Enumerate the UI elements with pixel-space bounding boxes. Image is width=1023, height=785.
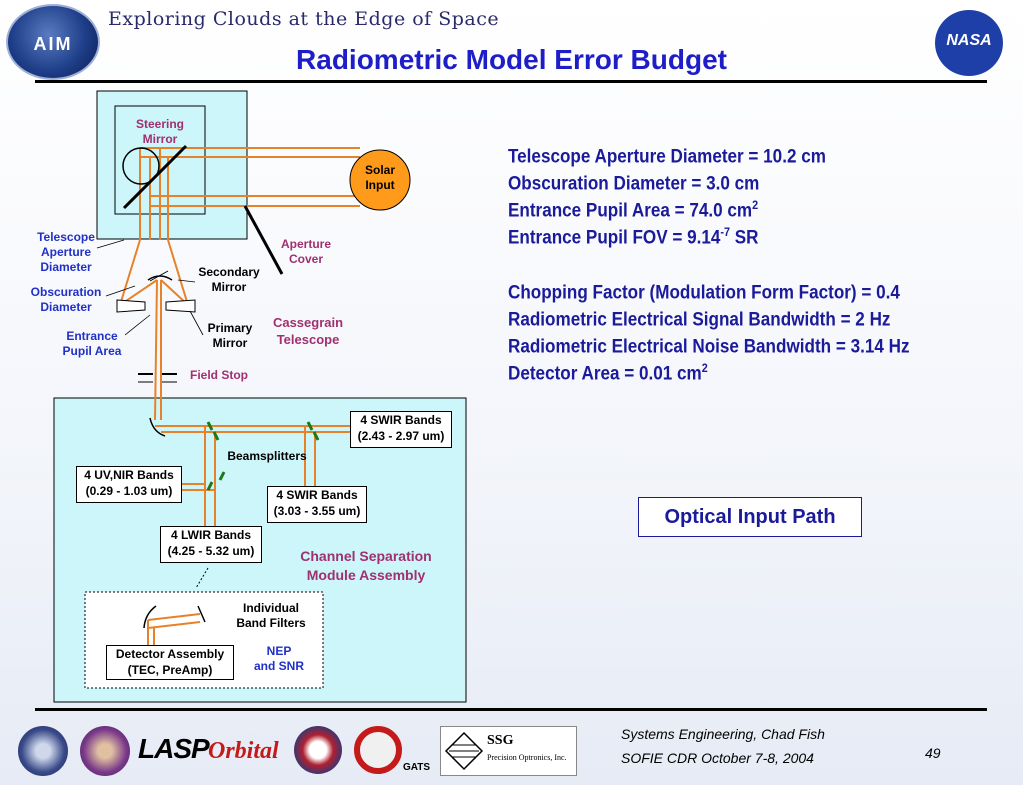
ssg-logo: SSG Precision Optronics, Inc. (440, 726, 577, 776)
footer-line1: Systems Engineering, Chad Fish (621, 726, 825, 742)
spec-aperture-diameter: Telescope Aperture Diameter = 10.2 cm (508, 146, 826, 168)
solar-input-label: Solar Input (364, 163, 395, 192)
nasa-logo-text: NASA (946, 32, 992, 49)
uvnir-bands-box: 4 UV,NIR Bands (0.29 - 1.03 um) (76, 466, 182, 503)
aim-logo: AIM (6, 4, 100, 80)
secondary-mirror (147, 275, 173, 281)
footer-line2: SOFIE CDR October 7-8, 2004 (621, 750, 814, 766)
spec-noise-bandwidth: Radiometric Electrical Noise Bandwidth =… (508, 336, 910, 358)
individual-band-filters-label: Individual Band Filters (236, 601, 306, 630)
primary-mirror-left (116, 299, 146, 313)
spec-entrance-pupil-fov: Entrance Pupil FOV = 9.14-7 SR (508, 225, 759, 249)
secondary-mirror-label: Secondary Mirror (198, 265, 260, 294)
entrance-pupil-area-label: Entrance Pupil Area (62, 329, 122, 358)
detector-assembly-box: Detector Assembly (TEC, PreAmp) (106, 645, 234, 680)
primary-mirror-label: Primary Mirror (207, 321, 253, 350)
aim-logo-text: AIM (33, 34, 73, 54)
seal-logo-2 (80, 726, 130, 776)
ssg-logo-subtext: Precision Optronics, Inc. (487, 753, 567, 762)
spec-entrance-pupil-area: Entrance Pupil Area = 74.0 cm2 (508, 198, 759, 222)
ssg-diamond-icon (444, 731, 484, 771)
nep-snr-label: NEP and SNR (253, 644, 304, 673)
beamsplitters-label: Beamsplitters (227, 449, 307, 463)
aperture-cover (243, 205, 284, 275)
steering-mirror-label: Steering Mirror (135, 117, 184, 146)
orbital-logo: Orbital (208, 738, 279, 764)
aperture-cover-label: Aperture Cover (280, 237, 331, 266)
steering-mirror-gimbal (122, 147, 160, 185)
leader-lines (96, 239, 204, 336)
secondary-mirror-support (149, 270, 169, 282)
telescope-aperture-diameter-label: Telescope Aperture Diameter (37, 230, 95, 274)
spec-detector-area: Detector Area = 0.01 cm2 (508, 361, 708, 385)
spec-chopping-factor: Chopping Factor (Modulation Form Factor)… (508, 282, 900, 304)
header-rule (35, 80, 987, 83)
page-number: 49 (925, 745, 941, 761)
solar-input-disk (349, 149, 411, 211)
band-filter (197, 605, 206, 623)
field-stop-label: Field Stop (190, 368, 248, 382)
steering-mirror (122, 144, 188, 210)
detector-fold-mirror (143, 605, 157, 629)
beamsplitters (206, 421, 320, 491)
ssg-logo-text: SSG (487, 733, 514, 748)
channel-separation-label: Channel Separation Module Assembly (300, 548, 432, 583)
header-tagline: Exploring Clouds at the Edge of Space (108, 8, 500, 30)
primary-mirror-right (165, 299, 196, 313)
swir-bands-box-2: 4 SWIR Bands (3.03 - 3.55 um) (267, 486, 367, 523)
slide-title: Radiometric Model Error Budget (296, 44, 727, 75)
fold-mirror (149, 417, 166, 437)
telescope-panel (96, 90, 248, 240)
seal-logo-1 (18, 726, 68, 776)
compass-logo (294, 726, 342, 774)
footer-rule (35, 708, 987, 711)
obscuration-diameter-label: Obscuration Diameter (30, 285, 102, 314)
swir-bands-box-1: 4 SWIR Bands (2.43 - 2.97 um) (350, 411, 452, 448)
gats-swirl-logo (354, 726, 402, 774)
nasa-logo: NASA (935, 10, 1003, 76)
lasp-logo: LASP (138, 733, 210, 764)
optical-input-path-box: Optical Input Path (638, 497, 862, 537)
gats-logo-text: GATS (403, 762, 431, 773)
lwir-bands-box: 4 LWIR Bands (4.25 - 5.32 um) (160, 526, 262, 563)
cassegrain-telescope-label: Cassegrain Telescope (272, 315, 344, 347)
spec-obscuration-diameter: Obscuration Diameter = 3.0 cm (508, 173, 760, 195)
spec-signal-bandwidth: Radiometric Electrical Signal Bandwidth … (508, 309, 891, 331)
